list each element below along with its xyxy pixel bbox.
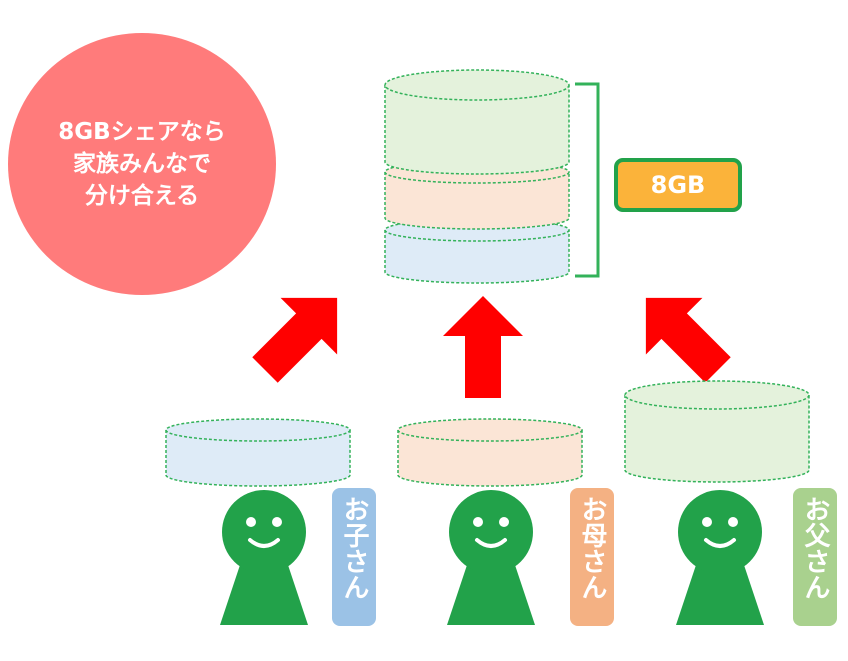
message-bubble: 8GBシェアなら 家族みんなで 分け合える (8, 33, 276, 295)
bubble-line-2: 家族みんなで (73, 151, 211, 177)
stack-layer-father (384, 69, 570, 175)
capacity-badge: 8GB (614, 158, 742, 212)
shared-storage-stack (384, 69, 570, 284)
disk-father (624, 380, 810, 483)
label-child: お子さん (332, 488, 376, 626)
label-mother: お母さん (570, 488, 614, 626)
disk-mother (397, 418, 583, 487)
person-father-figure (676, 490, 764, 625)
arrow-mother-to-stack (443, 296, 523, 398)
bubble-line-1: 8GBシェアなら (58, 119, 226, 145)
arrow-child-to-stack (252, 297, 338, 383)
capacity-bracket (575, 82, 600, 278)
bubble-line-3: 分け合える (84, 183, 200, 209)
label-father: お父さん (793, 488, 837, 626)
person-child-figure (220, 490, 308, 625)
arrow-father-to-stack (645, 297, 731, 383)
person-mother-figure (447, 490, 535, 625)
disk-child (165, 418, 351, 487)
